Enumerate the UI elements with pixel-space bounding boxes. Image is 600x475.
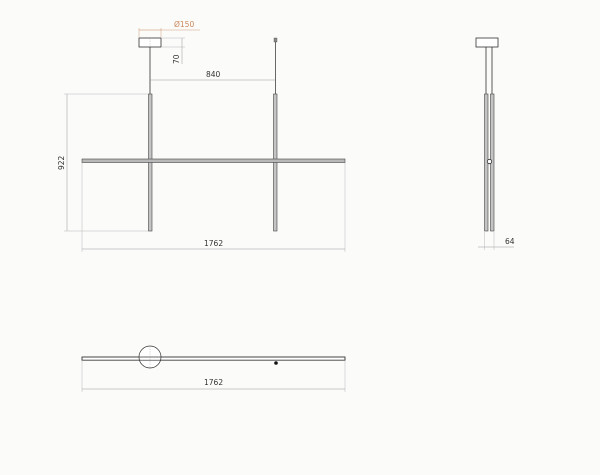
side-bar-section [486, 158, 493, 165]
front-view: Ø150 70 840 922 [57, 20, 346, 252]
side-canopy [475, 37, 499, 48]
canopy-height-dimension: 70 [162, 37, 185, 64]
rod-spacing-dimension: 840 [150, 70, 275, 81]
canopy-height-label: 70 [172, 54, 181, 64]
top-cable-point [274, 361, 278, 365]
canopy-diameter-label: Ø150 [174, 20, 194, 29]
canopy-diameter-dimension: Ø150 [138, 20, 200, 37]
depth-dimension: 64 [478, 232, 515, 250]
horizontal-light-bar [81, 158, 346, 163]
depth-label: 64 [505, 237, 515, 246]
front-width-label: 1762 [204, 239, 223, 248]
top-width-dimension: 1762 [81, 361, 346, 392]
top-view: 1762 [81, 345, 346, 392]
front-width-dimension: 1762 [81, 163, 346, 252]
rod-spacing-label: 840 [206, 70, 221, 79]
height-dimension: 922 [57, 93, 148, 232]
top-width-label: 1762 [204, 378, 223, 387]
top-bar [81, 356, 346, 361]
side-view: 64 [475, 37, 515, 250]
height-label: 922 [57, 155, 66, 170]
